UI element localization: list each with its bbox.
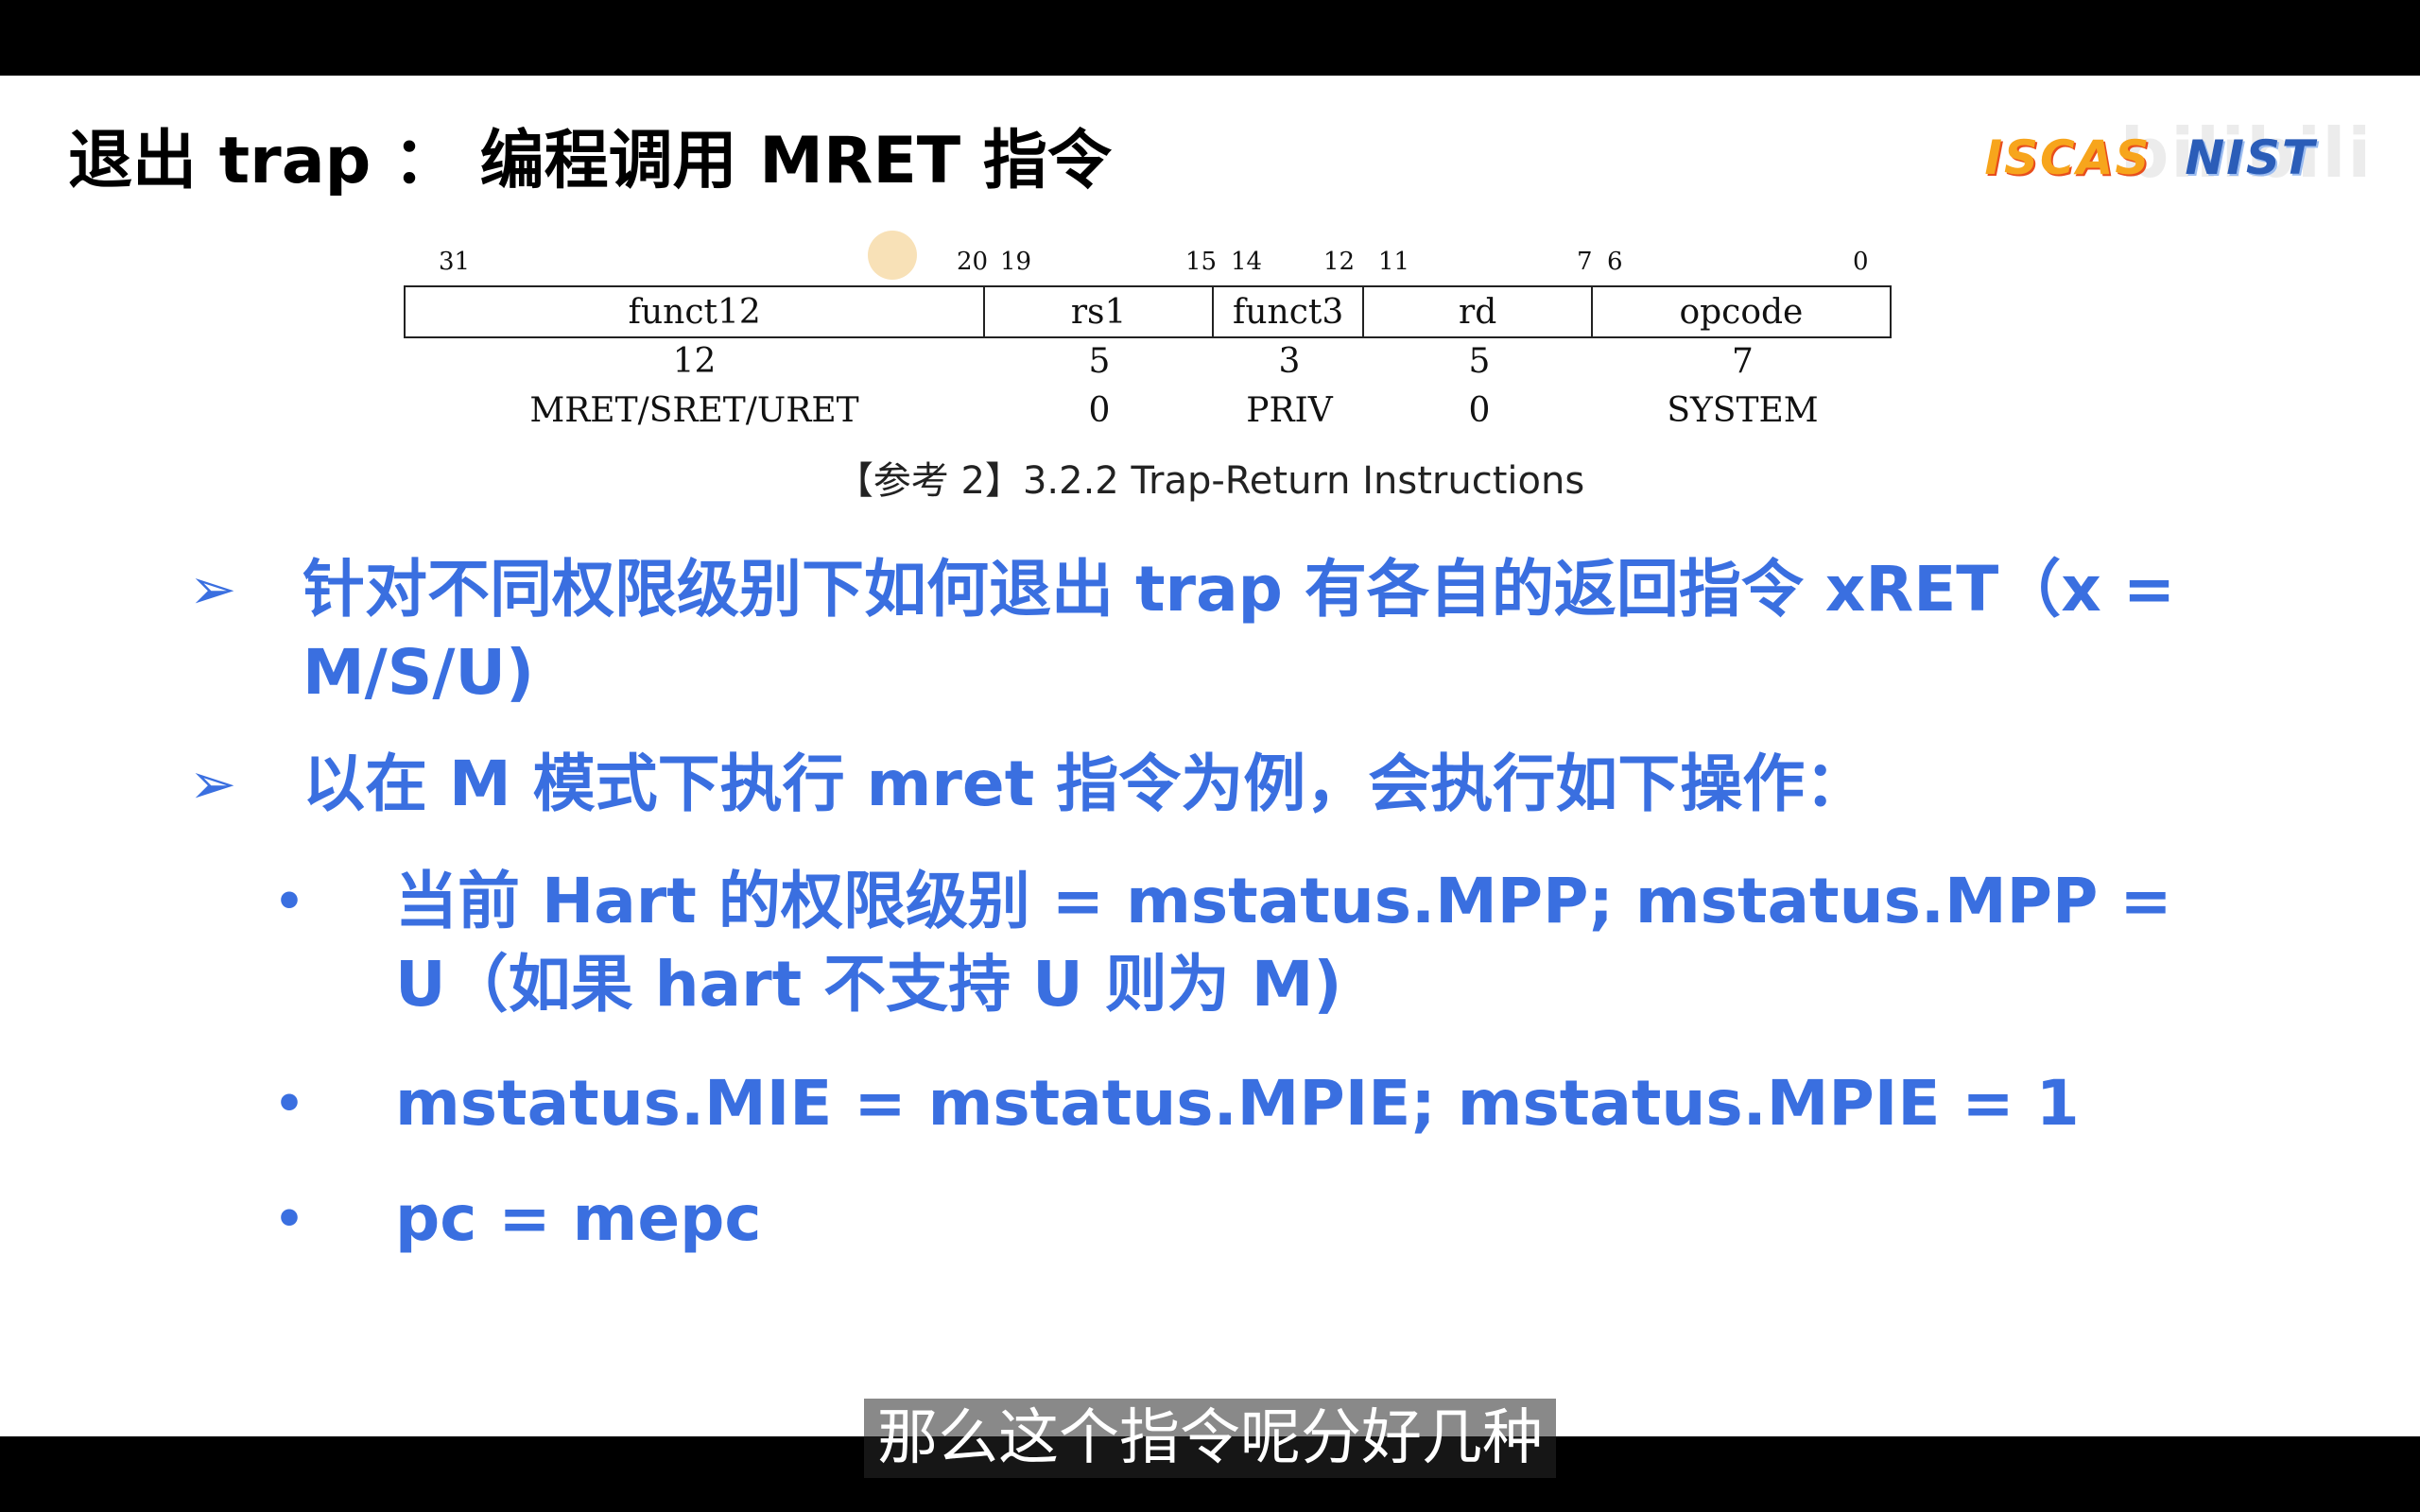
sub-bullet-text: pc = mepc: [395, 1182, 762, 1255]
bullet-item: ➢ 以在 M 模式下执行 mret 指令为例，会执行如下操作：: [189, 743, 2269, 828]
field-widths: 12 5 3 5 7: [404, 342, 1892, 381]
bit-number: 19: [1000, 248, 1032, 276]
field-opcode: opcode: [1679, 292, 1804, 332]
bit-number: 15: [1185, 248, 1218, 276]
sub-bullet-item: • pc = mepc: [274, 1177, 2259, 1263]
width-funct12: 12: [672, 342, 717, 381]
bit-number: 0: [1853, 248, 1869, 276]
slide-title: 退出 trap ： 编程调用 MRET 指令: [68, 124, 1112, 198]
bit-number: 11: [1378, 248, 1410, 276]
slide: 退出 trap ： 编程调用 MRET 指令 bilibili ISCAS NI…: [0, 76, 2420, 1436]
bullet-item: ➢ 针对不同权限级别下如何退出 trap 有各自的返回指令 xRET（x = M…: [189, 548, 2269, 718]
video-subtitle: 那么这个指令呢分好几种: [0, 1399, 2420, 1512]
width-opcode: 7: [1732, 342, 1754, 381]
field-rd: rd: [1364, 287, 1593, 336]
bit-number: 14: [1231, 248, 1263, 276]
sub-bullet-text: mstatus.MIE = mstatus.MPIE; mstatus.MPIE…: [395, 1067, 2080, 1140]
field-boxes: funct12 rs1 funct3 rd opcode: [404, 285, 1892, 338]
bullet-text: 以在 M 模式下执行 mret 指令为例，会执行如下操作：: [302, 747, 1868, 820]
sub-bullet-text: 当前 Hart 的权限级别 = mstatus.MPP; mstatus.MPP…: [395, 865, 2172, 1021]
field-funct3: funct3: [1214, 287, 1365, 336]
dot-bullet-icon: •: [274, 1192, 304, 1246]
iscas-logo: ISCAS: [1984, 130, 2152, 185]
width-rd: 5: [1468, 342, 1491, 381]
dot-bullet-icon: •: [274, 1076, 304, 1131]
figure-caption: 【参考 2】3.2.2 Trap-Return Instructions: [835, 459, 1585, 503]
dot-bullet-icon: •: [274, 874, 304, 929]
value-funct12: MRET/SRET/URET: [529, 391, 859, 430]
field-values: MRET/SRET/URET 0 PRIV 0 SYSTEM: [404, 391, 1892, 430]
bit-number: 12: [1323, 248, 1356, 276]
field-funct12: funct12: [406, 287, 986, 336]
instruction-format-diagram: 31 20 19 15 14 12 11 7 6 0 funct12 rs1 f…: [0, 76, 2420, 605]
bullet-text: 针对不同权限级别下如何退出 trap 有各自的返回指令 xRET（x = M/S…: [302, 553, 2176, 709]
width-rs1: 5: [1088, 342, 1111, 381]
arrow-bullet-icon: ➢: [189, 557, 237, 623]
logos: ISCAS NIST: [1984, 130, 2316, 185]
sub-bullet-item: • mstatus.MIE = mstatus.MPIE; mstatus.MP…: [274, 1062, 2259, 1147]
bit-number: 31: [439, 248, 471, 276]
bit-number: 7: [1577, 248, 1593, 276]
cursor-highlight: [868, 231, 917, 280]
bit-number: 6: [1607, 248, 1623, 276]
value-opcode: SYSTEM: [1667, 391, 1819, 430]
value-rs1: 0: [1088, 391, 1111, 430]
value-funct3: PRIV: [1246, 391, 1333, 430]
bit-number: 20: [957, 248, 989, 276]
bilibili-watermark: bilibili: [2119, 113, 2373, 193]
sub-bullet-item: • 当前 Hart 的权限级别 = mstatus.MPP; mstatus.M…: [274, 860, 2259, 1030]
width-funct3: 3: [1278, 342, 1301, 381]
nist-logo: NIST: [2185, 130, 2316, 185]
arrow-bullet-icon: ➢: [189, 751, 237, 817]
value-rd: 0: [1468, 391, 1491, 430]
subtitle-text: 那么这个指令呢分好几种: [864, 1399, 1556, 1478]
field-rs1: rs1: [985, 287, 1214, 336]
